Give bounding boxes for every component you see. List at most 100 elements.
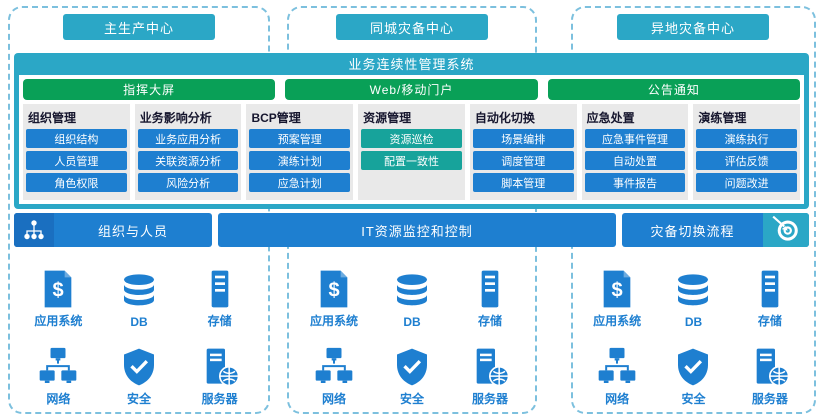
module-item: 演练执行 bbox=[696, 129, 798, 148]
it-resource-monitoring-label: IT资源监控和控制 bbox=[361, 223, 473, 239]
network-icon bbox=[38, 347, 78, 387]
module-item: 应急事件管理 bbox=[584, 129, 686, 148]
infra-server: 服务器 bbox=[750, 347, 790, 412]
infra-storage: 存储 bbox=[750, 269, 790, 334]
portal-command-screen: 指挥大屏 bbox=[23, 79, 276, 100]
module-title: BCP管理 bbox=[251, 111, 301, 125]
module-business-impact-analysis: 业务影响分析 业务应用分析 关联资源分析 风险分析 bbox=[134, 104, 242, 200]
portal-announcements: 公告通知 bbox=[547, 79, 800, 100]
dr-switch-process-bar: 灾备切换流程 bbox=[622, 213, 809, 247]
module-item: 预案管理 bbox=[249, 129, 351, 148]
module-item: 风险分析 bbox=[137, 173, 239, 192]
bcm-system-panel: 业务连续性管理系统 指挥大屏 Web/移动门户 公告通知 组织管理 组织结构 人… bbox=[14, 53, 809, 209]
module-item: 场景编排 bbox=[472, 129, 574, 148]
storage-icon bbox=[750, 269, 790, 309]
main-production-center-header: 主生产中心 bbox=[63, 14, 215, 40]
portal-web-mobile: Web/移动门户 bbox=[285, 79, 538, 100]
module-row: 组织管理 组织结构 人员管理 角色权限 业务影响分析 业务应用分析 关联资源分析… bbox=[23, 104, 801, 200]
module-emergency-response: 应急处置 应急事件管理 自动处置 事件报告 bbox=[581, 104, 689, 200]
app-system-icon bbox=[38, 269, 78, 309]
module-drill-management: 演练管理 演练执行 评估反馈 问题改进 bbox=[693, 104, 801, 200]
infra-label: 网络 bbox=[605, 392, 630, 406]
server-icon bbox=[200, 347, 240, 387]
module-title: 组织管理 bbox=[28, 111, 77, 125]
organization-people-label: 组织与人员 bbox=[97, 223, 168, 239]
security-icon bbox=[392, 347, 432, 387]
infra-label: 安全 bbox=[399, 392, 424, 406]
infra-label: 应用系统 bbox=[309, 314, 358, 328]
org-chart-icon bbox=[14, 213, 54, 247]
infra-security: 安全 bbox=[673, 347, 713, 412]
infra-label: 服务器 bbox=[471, 392, 508, 406]
portal-row: 指挥大屏 Web/移动门户 公告通知 bbox=[23, 79, 800, 100]
infra-group-main-production: 应用系统 DB 存储 网络 安全 服务器 bbox=[18, 256, 260, 412]
infra-label: 服务器 bbox=[751, 392, 788, 406]
infra-label: 安全 bbox=[126, 392, 151, 406]
database-icon bbox=[392, 272, 432, 312]
module-item: 人员管理 bbox=[26, 151, 127, 170]
infra-database: DB bbox=[119, 272, 159, 334]
module-item: 关联资源分析 bbox=[137, 151, 239, 170]
module-title: 自动化切换 bbox=[474, 111, 535, 125]
module-organization-management: 组织管理 组织结构 人员管理 角色权限 bbox=[23, 104, 130, 200]
infra-label: 存储 bbox=[207, 314, 232, 328]
database-icon bbox=[119, 272, 159, 312]
remote-dr-center-header: 异地灾备中心 bbox=[617, 14, 769, 40]
infra-label: 安全 bbox=[681, 392, 706, 406]
infra-label: 存储 bbox=[477, 314, 502, 328]
module-item: 脚本管理 bbox=[472, 173, 574, 192]
module-item: 调度管理 bbox=[472, 151, 574, 170]
it-resource-monitoring-bar: IT资源监控和控制 bbox=[218, 213, 616, 247]
module-automated-switching: 自动化切换 场景编排 调度管理 脚本管理 bbox=[469, 104, 577, 200]
infra-database: DB bbox=[673, 272, 713, 334]
module-item: 问题改进 bbox=[696, 173, 798, 192]
module-title: 业务影响分析 bbox=[139, 111, 212, 125]
server-icon bbox=[750, 347, 790, 387]
infra-label: DB bbox=[130, 315, 148, 329]
infra-storage: 存储 bbox=[470, 269, 510, 334]
infra-label: DB bbox=[403, 315, 421, 329]
module-title: 资源管理 bbox=[363, 111, 412, 125]
module-bcp-management: BCP管理 预案管理 演练计划 应急计划 bbox=[246, 104, 354, 200]
module-title: 演练管理 bbox=[698, 111, 747, 125]
infra-label: 存储 bbox=[757, 314, 782, 328]
same-city-dr-center-header: 同城灾备中心 bbox=[336, 14, 488, 40]
module-item: 资源巡检 bbox=[361, 129, 462, 148]
dr-switch-process-label: 灾备切换流程 bbox=[650, 223, 735, 239]
infra-label: 应用系统 bbox=[34, 314, 83, 328]
module-item: 应急计划 bbox=[249, 173, 351, 192]
network-icon bbox=[314, 347, 354, 387]
infra-network: 网络 bbox=[597, 347, 637, 412]
module-title: 应急处置 bbox=[586, 111, 635, 125]
storage-icon bbox=[200, 269, 240, 309]
infra-label: 网络 bbox=[46, 392, 71, 406]
storage-icon bbox=[470, 269, 510, 309]
module-item: 配置一致性 bbox=[361, 151, 462, 170]
infra-label: 网络 bbox=[321, 392, 346, 406]
module-resource-management: 资源管理 资源巡检 配置一致性 bbox=[358, 104, 465, 200]
database-icon bbox=[673, 272, 713, 312]
module-item: 角色权限 bbox=[26, 173, 127, 192]
infra-group-remote-dr: 应用系统 DB 存储 网络 安全 服务器 bbox=[579, 256, 808, 412]
security-icon bbox=[119, 347, 159, 387]
module-item: 演练计划 bbox=[249, 151, 351, 170]
system-body: 指挥大屏 Web/移动门户 公告通知 组织管理 组织结构 人员管理 角色权限 业… bbox=[19, 75, 804, 204]
infra-app-system: 应用系统 bbox=[310, 269, 358, 334]
infra-app-system: 应用系统 bbox=[593, 269, 641, 334]
infra-network: 网络 bbox=[38, 347, 78, 412]
infra-group-same-city-dr: 应用系统 DB 存储 网络 安全 服务器 bbox=[295, 256, 529, 412]
module-item: 事件报告 bbox=[584, 173, 686, 192]
infra-label: 服务器 bbox=[201, 392, 238, 406]
organization-people-bar: 组织与人员 bbox=[14, 213, 212, 247]
infra-security: 安全 bbox=[392, 347, 432, 412]
module-item: 组织结构 bbox=[26, 129, 127, 148]
system-title: 业务连续性管理系统 bbox=[348, 57, 475, 72]
infra-label: 应用系统 bbox=[593, 314, 642, 328]
infra-label: DB bbox=[684, 315, 703, 329]
infra-storage: 存储 bbox=[200, 269, 240, 334]
security-icon bbox=[673, 347, 713, 387]
infra-database: DB bbox=[392, 272, 432, 334]
infra-app-system: 应用系统 bbox=[34, 269, 82, 334]
infra-server: 服务器 bbox=[200, 347, 240, 412]
